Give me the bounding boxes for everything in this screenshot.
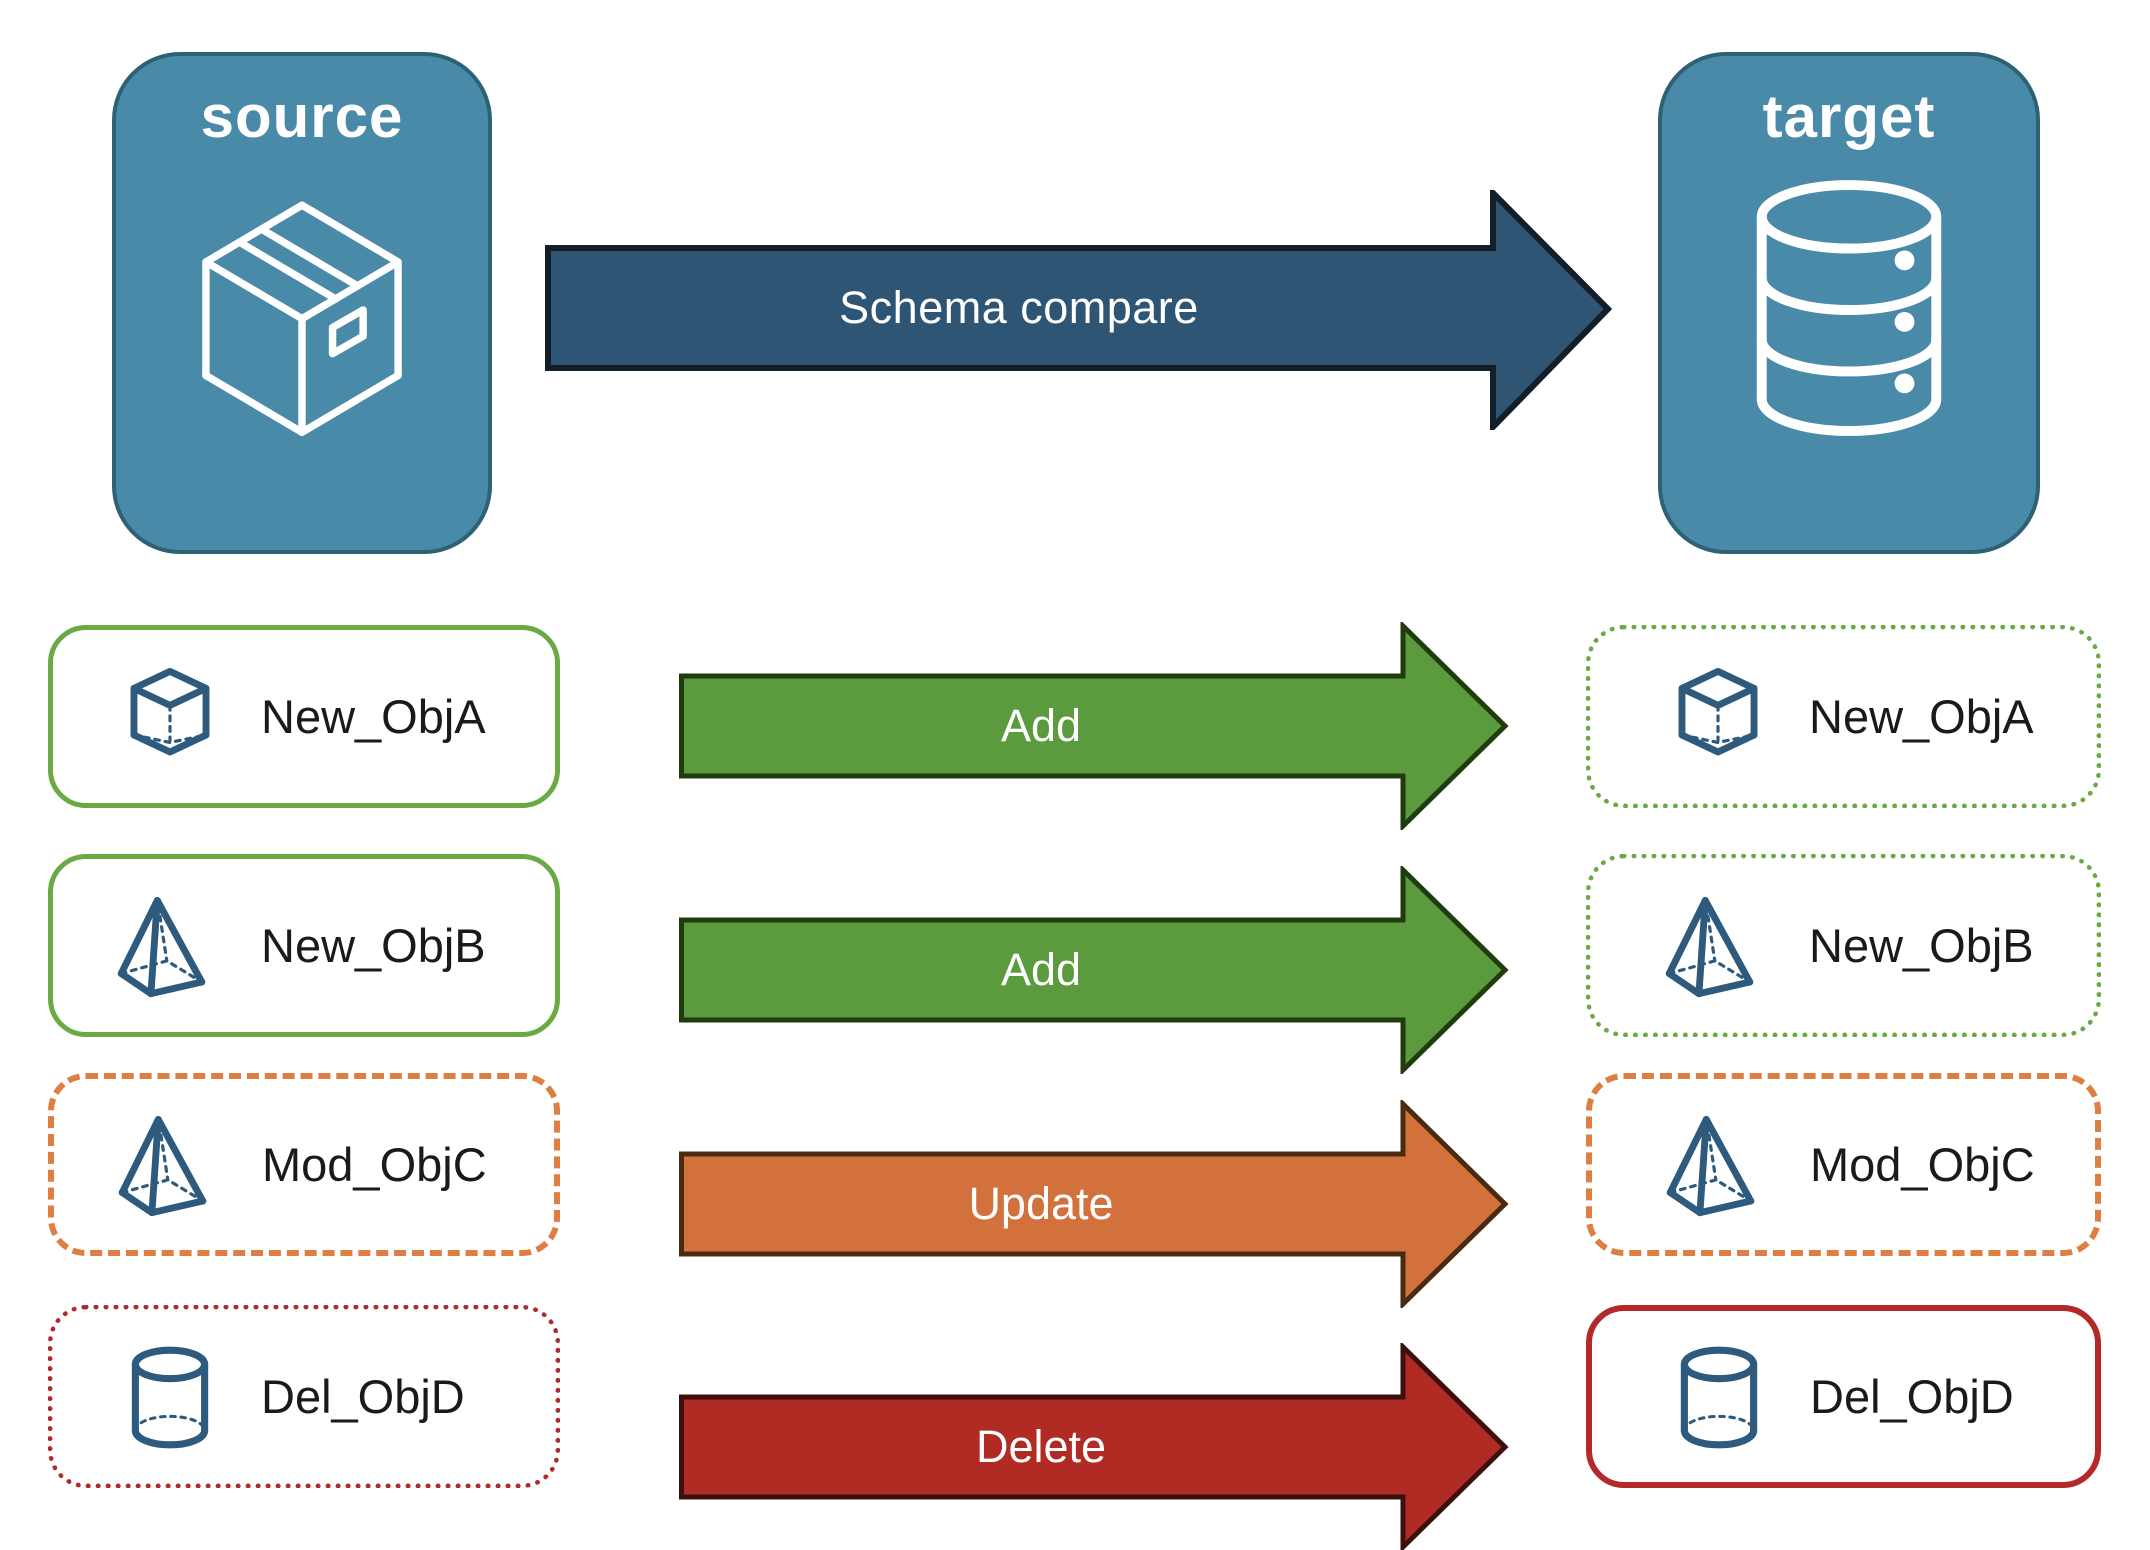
target-object-card-del-objd: Del_ObjD [1586, 1305, 2101, 1488]
source-object-card-new-objb: New_ObjB [48, 854, 560, 1037]
source-object-card-mod-objc: Mod_ObjC [48, 1073, 560, 1256]
database-icon [1730, 169, 1968, 447]
cube-icon [117, 661, 223, 773]
object-label: New_ObjA [261, 690, 486, 743]
pyramid-icon [118, 1109, 224, 1221]
source-panel-title: source [200, 83, 404, 150]
source-object-card-new-obja: New_ObjA [48, 625, 560, 808]
target-object-card-mod-objc: Mod_ObjC [1586, 1073, 2101, 1256]
object-label: Del_ObjD [261, 1370, 465, 1423]
object-label: New_ObjB [1809, 919, 2034, 972]
add-arrow-label: Add [1000, 944, 1082, 995]
source-panel: source [112, 52, 492, 554]
package-box-icon [171, 179, 433, 441]
object-label: New_ObjA [1809, 690, 2034, 743]
cube-icon [1665, 661, 1771, 773]
schema-compare-arrow-shape [545, 190, 1613, 430]
target-panel: target [1658, 52, 2040, 554]
object-label: Mod_ObjC [1810, 1138, 2035, 1191]
target-object-card-new-obja: New_ObjA [1586, 625, 2101, 808]
delete-arrow-label: Delete [975, 1421, 1107, 1472]
source-object-card-del-objd: Del_ObjD [48, 1305, 560, 1488]
target-object-card-new-objb: New_ObjB [1586, 854, 2101, 1037]
cylinder-icon [117, 1341, 223, 1453]
pyramid-icon [1666, 1109, 1772, 1221]
object-label: Mod_ObjC [262, 1138, 487, 1191]
schema-compare-label: Schema compare [839, 282, 1199, 333]
add-arrow-label: Add [1000, 700, 1082, 751]
pyramid-icon [117, 890, 223, 1002]
schema-compare-arrow [545, 190, 1613, 430]
target-panel-title: target [1762, 83, 1936, 150]
update-arrow-label: Update [968, 1178, 1114, 1229]
object-label: New_ObjB [261, 919, 486, 972]
pyramid-icon [1665, 890, 1771, 1002]
object-label: Del_ObjD [1810, 1370, 2014, 1423]
cylinder-icon [1666, 1341, 1772, 1453]
